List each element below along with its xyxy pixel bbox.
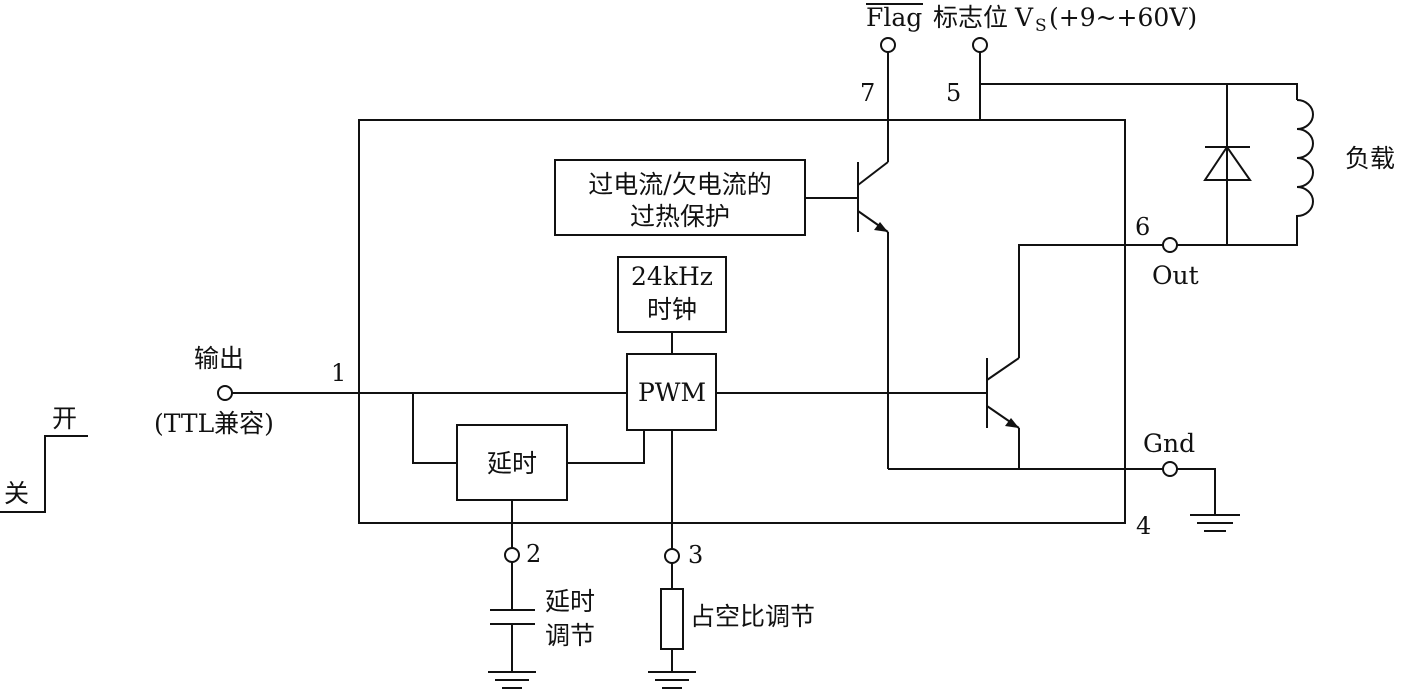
ground-symbol-main [1190, 514, 1240, 532]
duty-resistor [660, 588, 684, 650]
chip-outline [358, 119, 1126, 524]
delay-label: 延时 [487, 449, 537, 478]
pwm-label: PWM [638, 378, 706, 407]
input-note-label: (TTL兼容) [154, 409, 274, 438]
terminal-vs [972, 37, 988, 53]
terminal-out [1162, 237, 1178, 253]
protection-block [554, 159, 806, 236]
switch-off-label: 关 [4, 479, 29, 508]
delay-adjust-label-line1: 延时 [545, 587, 595, 616]
pin-number-3: 3 [688, 541, 703, 569]
vs-subscript: S [1035, 16, 1047, 36]
pin-number-7: 7 [860, 79, 875, 107]
load-label: 负载 [1345, 144, 1395, 173]
delay-capacitor [490, 609, 535, 625]
gnd-label: Gnd [1143, 429, 1195, 458]
flag-desc-label: 标志位 [933, 3, 1008, 32]
pin-number-1: 1 [331, 359, 346, 387]
terminal-pin3 [664, 548, 680, 564]
pin-number-5: 5 [946, 79, 961, 107]
flyback-diode [1203, 84, 1252, 245]
clock-block [617, 256, 727, 333]
pin-number-6: 6 [1135, 213, 1150, 241]
pin-number-4: 4 [1136, 512, 1151, 540]
vs-range-label: (+9~+60V) [1049, 3, 1197, 32]
load-inductor [1296, 99, 1314, 217]
protection-label-line2: 过热保护 [630, 202, 730, 231]
flag-transistor [857, 161, 889, 233]
out-label: Out [1152, 261, 1199, 290]
terminal-pin2 [504, 547, 520, 563]
ground-symbol-delay [488, 671, 536, 689]
terminal-input [217, 385, 233, 401]
terminal-gnd [1162, 461, 1178, 477]
switch-on-label: 开 [52, 404, 77, 433]
flag-label: Flag [866, 3, 922, 32]
output-transistor [986, 357, 1020, 429]
pin-number-2: 2 [526, 540, 541, 568]
duty-adjust-label: 占空比调节 [690, 602, 815, 631]
terminal-flag [880, 37, 896, 53]
input-label: 输出 [194, 344, 244, 373]
delay-adjust-label-line2: 调节 [545, 621, 595, 650]
clock-label-freq: 24kHz [631, 262, 713, 291]
vs-label: V [1014, 3, 1034, 32]
clock-label-text: 时钟 [647, 295, 697, 324]
ground-symbol-duty [648, 671, 696, 689]
protection-label-line1: 过电流/欠电流的 [588, 170, 771, 199]
switch-waveform [0, 435, 88, 513]
